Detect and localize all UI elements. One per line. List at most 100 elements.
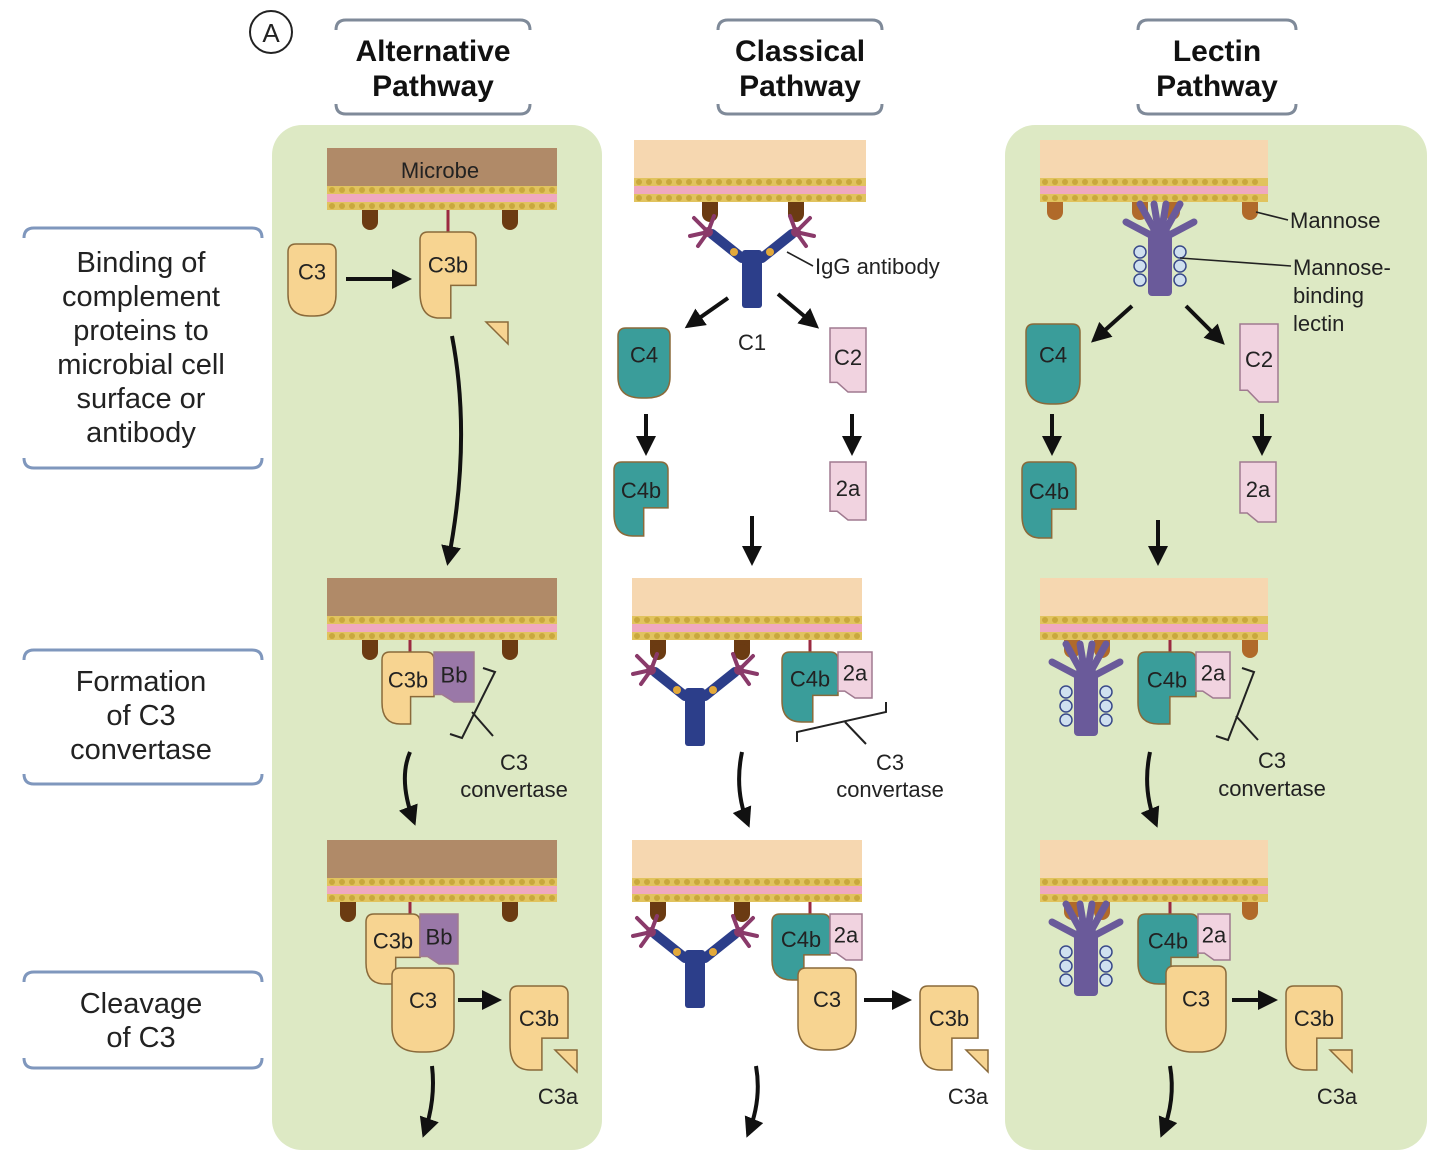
stage-formation: Formation of C3 convertase — [22, 648, 264, 786]
stage-formation-line-2: of C3 — [106, 700, 175, 732]
lectin-cleave-c3: C3 — [1165, 965, 1227, 1053]
flow-arrow-14 — [1091, 304, 1134, 343]
header-alternative: Alternative Pathway — [334, 18, 532, 116]
lectin-convertase-label-line-1: C3 — [1258, 748, 1286, 773]
flow-arrow-3 — [398, 751, 418, 826]
classical-igg-3 — [631, 914, 759, 1008]
classical-cleave-2a-label: 2a — [834, 923, 859, 948]
lectin-membrane-2 — [1040, 578, 1268, 658]
mannose-label: Mannose — [1290, 208, 1381, 233]
alt-conv-bb: Bb — [433, 651, 475, 703]
stage-cleavage-line-2: of C3 — [106, 1022, 175, 1054]
mannose-leader — [1255, 211, 1289, 221]
stage-binding-line-5: surface or — [77, 383, 206, 415]
classical-c2: C2 — [829, 327, 867, 393]
classical-conv-c4b: C4b — [781, 651, 839, 723]
alt-cleave-c3-label: C3 — [409, 988, 437, 1013]
classical-membrane-1 — [634, 140, 866, 222]
classical-cleave-c4b: C4b — [771, 913, 831, 981]
classical-convertase-label-line-1: C3 — [876, 750, 904, 775]
classical-c2-label: C2 — [834, 345, 862, 370]
flow-arrow-15 — [1184, 304, 1225, 345]
alt-cleave-c3: C3 — [391, 967, 455, 1053]
classical-convertase-label-line-2: convertase — [836, 777, 944, 802]
lectin-c4b: C4b — [1021, 461, 1077, 539]
classical-c4-label: C4 — [630, 343, 658, 368]
classical-product-c3b: C3b — [919, 985, 979, 1071]
alt-product-c3a-fragment — [553, 1049, 578, 1074]
classical-conv-2a: 2a — [837, 651, 873, 699]
header-alternative-line1: Alternative — [355, 35, 510, 68]
flow-arrow-2 — [441, 335, 464, 566]
classical-cleave-c3: C3 — [797, 967, 857, 1051]
alt-convertase-label-line-1: C3 — [500, 750, 528, 775]
microbe-label: Microbe — [401, 158, 479, 183]
lectin-c4-label: C4 — [1039, 342, 1067, 367]
classical-membrane-3 — [632, 840, 862, 922]
alt-cleave-bb-label: Bb — [426, 925, 453, 950]
mbl-leader — [1179, 257, 1292, 267]
alt-product-c3b: C3b — [509, 985, 569, 1071]
classical-conv-2a-label: 2a — [843, 661, 868, 686]
stage-cleavage: Cleavage of C3 — [22, 970, 264, 1070]
lectin-conv-c4b: C4b — [1137, 651, 1197, 725]
alt-c3-label: C3 — [298, 259, 326, 284]
header-classical: Classical Pathway — [716, 18, 884, 116]
lectin-cleave-2a-label: 2a — [1202, 923, 1227, 948]
lectin-conv-c4b-label: C4b — [1147, 667, 1187, 692]
classical-2a-label: 2a — [836, 476, 861, 501]
stage-binding-line-2: complement — [62, 281, 220, 313]
header-lectin: Lectin Pathway — [1136, 18, 1298, 116]
flow-arrow-13 — [744, 1065, 764, 1138]
lectin-c4: C4 — [1025, 323, 1081, 405]
igg-antibody-label: IgG antibody — [815, 254, 940, 279]
alt-membrane-2 — [327, 578, 557, 660]
lectin-c4b-label: C4b — [1029, 479, 1069, 504]
header-lectin-line2: Pathway — [1156, 70, 1278, 103]
alt-cleave-c3b: C3b — [365, 913, 421, 985]
lectin-conv-2a-label: 2a — [1201, 661, 1226, 686]
lectin-convertase-label-line-2: convertase — [1218, 776, 1326, 801]
alt-c3a-label: C3a — [538, 1084, 579, 1109]
header-lectin-line1: Lectin — [1173, 35, 1261, 68]
classical-c4: C4 — [617, 327, 671, 399]
lectin-mbl-2 — [1048, 640, 1124, 736]
alt-cleave-c3b-label: C3b — [373, 929, 413, 954]
lectin-c2: C2 — [1239, 323, 1279, 403]
lectin-2a: 2a — [1239, 461, 1277, 523]
alt-c3: C3 — [287, 243, 337, 317]
lectin-cleave-c4b-label: C4b — [1148, 929, 1188, 954]
lectin-convertase-bracket — [1215, 667, 1259, 742]
lectin-2a-label: 2a — [1246, 477, 1271, 502]
mbl-label-line-3: lectin — [1293, 311, 1344, 336]
lectin-mbl-3 — [1048, 900, 1124, 996]
flow-arrow-21 — [1158, 1065, 1178, 1138]
alt-fragment — [484, 321, 509, 346]
mbl-label-line-1: Mannose- — [1293, 255, 1391, 280]
panel-label-text: A — [262, 18, 280, 48]
classical-membrane-2 — [632, 578, 862, 660]
classical-cleave-2a: 2a — [829, 913, 863, 961]
header-classical-line1: Classical — [735, 35, 865, 68]
header-alternative-line2: Pathway — [372, 70, 494, 103]
alt-c3b-label: C3b — [428, 253, 468, 278]
flow-arrow-19 — [1140, 751, 1160, 828]
classical-cleave-c4b-label: C4b — [781, 927, 821, 952]
panel-label-a: A — [249, 10, 293, 54]
classical-cleave-c3-label: C3 — [813, 987, 841, 1012]
alt-c3b: C3b — [419, 231, 477, 319]
lectin-cleave-c3-label: C3 — [1182, 987, 1210, 1012]
classical-igg-1 — [688, 214, 816, 308]
alt-product-c3b-label: C3b — [519, 1006, 559, 1031]
classical-conv-c4b-label: C4b — [790, 667, 830, 692]
stage-binding: Binding of complement proteins to microb… — [22, 226, 264, 470]
stage-binding-line-6: antibody — [86, 417, 196, 449]
flow-arrow-11 — [732, 751, 752, 828]
lectin-c3a-label: C3a — [1317, 1084, 1358, 1109]
flow-arrow-5 — [419, 1065, 439, 1138]
classical-c4b: C4b — [613, 461, 669, 537]
flow-arrow-6 — [684, 296, 730, 329]
lectin-cleave-2a: 2a — [1197, 913, 1231, 961]
classical-2a: 2a — [829, 461, 867, 521]
